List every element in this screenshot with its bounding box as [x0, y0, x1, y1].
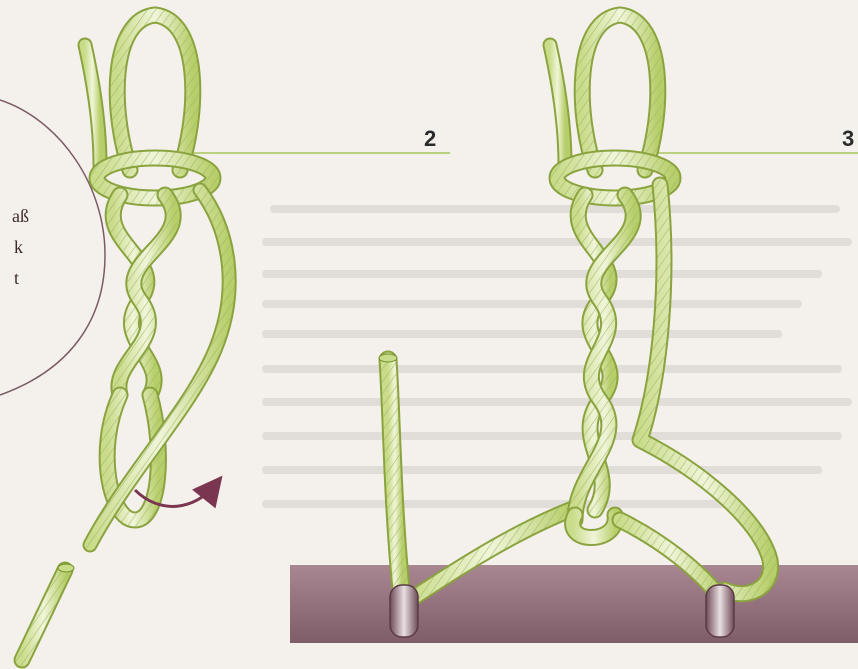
figure-step-1 — [22, 15, 229, 660]
faded-background-text — [262, 205, 852, 508]
figure-step-3 — [550, 15, 771, 637]
step-number-2: 2 — [424, 126, 436, 152]
side-text-line-1: aß — [12, 205, 29, 228]
ring-right — [706, 585, 734, 637]
side-text-line-2: k — [14, 236, 23, 259]
step-number-3: 3 — [842, 126, 854, 152]
side-text-line-3: t — [14, 267, 19, 290]
ring-left — [390, 585, 418, 637]
